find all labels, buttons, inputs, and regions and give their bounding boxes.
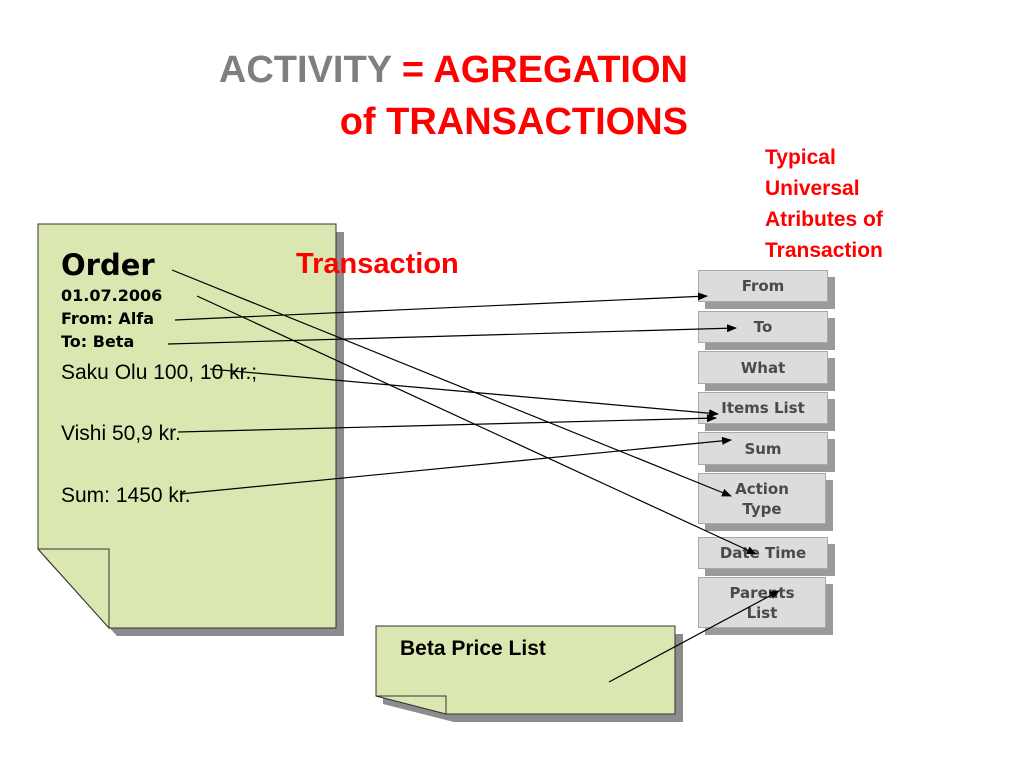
title-transactions: of TRANSACTIONS (339, 101, 688, 143)
order-to: To: Beta (61, 332, 135, 351)
title-activity: ACTIVITY (218, 49, 392, 91)
price-list-fold (375, 695, 447, 715)
title-agregation: = AGREGATION (391, 49, 688, 91)
attr-items-list: Items List (698, 392, 828, 424)
order-document-fold (36, 548, 110, 630)
order-item-saku: Saku Olu 100, 10 kr.; (61, 361, 258, 384)
attr-from: From (698, 270, 828, 302)
slide-title: ACTIVITY = AGREGATION of TRANSACTIONS (100, 44, 688, 148)
order-from: From: Alfa (61, 309, 155, 328)
attr-to: To (698, 311, 828, 343)
price-list-label: Beta Price List (400, 637, 546, 660)
order-content: Order 01.07.2006 From: Alfa To: Beta Sak… (61, 246, 257, 507)
note-line: Transaction (765, 239, 883, 262)
order-date: 01.07.2006 (61, 286, 163, 305)
order-sum: Sum: 1450 kr. (61, 484, 191, 507)
order-item-vishi: Vishi 50,9 kr. (61, 422, 181, 445)
attr-sum: Sum (698, 432, 828, 465)
note-line: Atributes of (765, 208, 883, 231)
note-line: Typical (765, 146, 836, 169)
transaction-label: Transaction (296, 248, 459, 280)
note-line: Universal (765, 177, 860, 200)
attr-action-type: Action Type (698, 473, 826, 524)
attributes-note: Typical Universal Atributes of Transacti… (765, 142, 945, 266)
attr-what: What (698, 351, 828, 384)
order-heading: Order (61, 248, 155, 282)
attr-parents-list: Parents List (698, 577, 826, 628)
attr-date-time: Date Time (698, 537, 828, 569)
